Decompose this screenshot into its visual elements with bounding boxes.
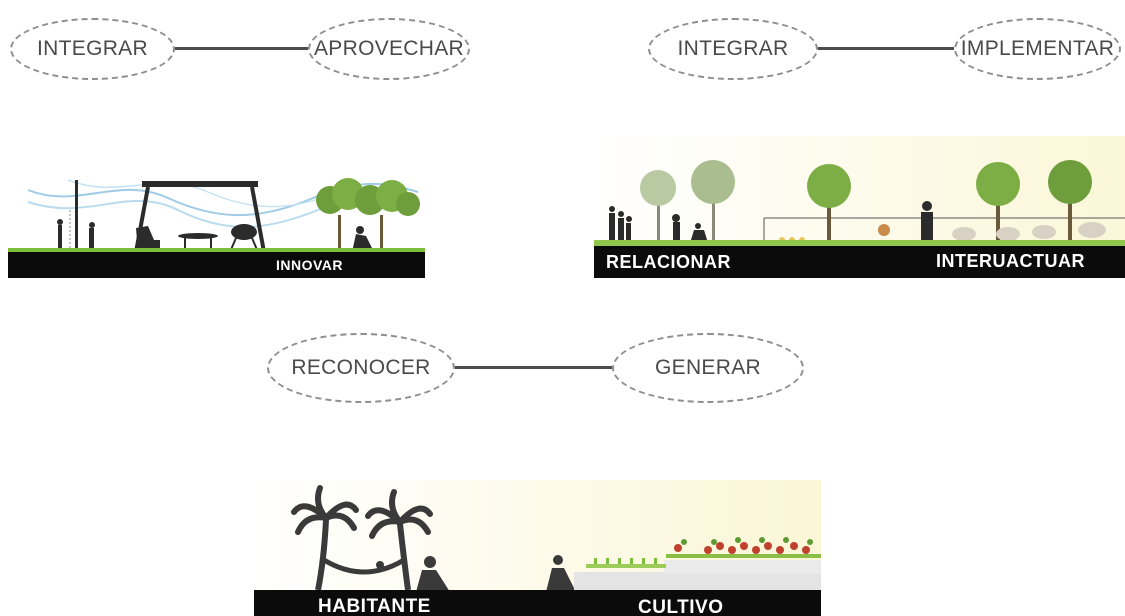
scene-habitante-band: HABITANTE CULTIVO — [254, 590, 821, 616]
scene-label-cultivo: CULTIVO — [638, 597, 724, 616]
scene-innovar-illustration — [8, 178, 425, 253]
oval-generar: GENERAR — [612, 333, 804, 403]
scene-habitante-cultivo: HABITANTE CULTIVO — [254, 480, 821, 616]
scene-label-relacionar: RELACIONAR — [606, 252, 731, 272]
scene-innovar-band: INNOVAR — [8, 252, 425, 278]
connector-line — [175, 47, 308, 50]
scene-relacionar-illustration — [594, 136, 1125, 248]
scene-label-innovar: INNOVAR — [276, 257, 344, 273]
oval-label: RECONOCER — [291, 356, 431, 379]
oval-label: IMPLEMENTAR — [960, 37, 1115, 60]
oval-label: INTEGRAR — [677, 37, 789, 60]
oval-label: APROVECHAR — [313, 37, 465, 60]
connector-line — [455, 366, 612, 369]
oval-label: GENERAR — [655, 356, 761, 379]
scene-relacionar-interuactuar: RELACIONAR INTERUACTUAR — [594, 136, 1125, 282]
scene-label-interuactuar: INTERUACTUAR — [936, 251, 1085, 271]
scene-relacionar-band: RELACIONAR INTERUACTUAR — [594, 246, 1125, 278]
oval-implementar: IMPLEMENTAR — [954, 18, 1121, 80]
scene-innovar: INNOVAR — [8, 170, 425, 278]
scene-label-habitante: HABITANTE — [318, 596, 431, 616]
scene-habitante-illustration — [254, 480, 821, 592]
oval-integrar-left: INTEGRAR — [10, 18, 175, 80]
oval-aprovechar: APROVECHAR — [308, 18, 470, 80]
connector-line — [818, 47, 954, 50]
oval-label: INTEGRAR — [37, 37, 148, 60]
oval-integrar-right: INTEGRAR — [648, 18, 818, 80]
oval-reconocer: RECONOCER — [267, 333, 455, 403]
